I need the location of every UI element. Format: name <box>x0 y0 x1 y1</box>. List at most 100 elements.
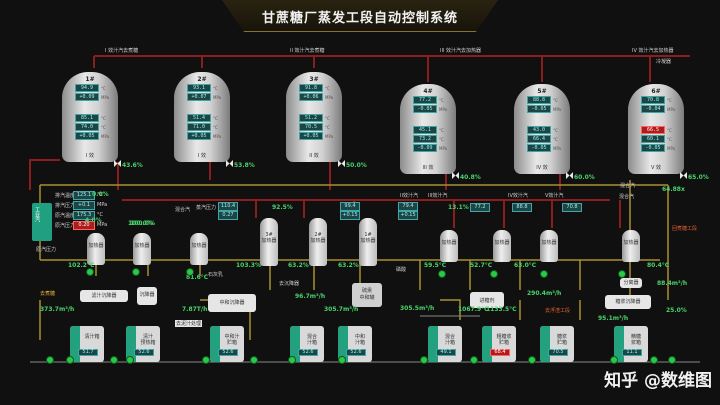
pump-icon[interactable] <box>110 356 118 364</box>
tank-level: 43.6% <box>122 162 143 169</box>
sulfur-tank-label: 硫熏 中和罐 <box>359 288 375 301</box>
label-iii: III效汁汽 <box>428 193 448 199</box>
measured-value: 63.2% <box>288 262 309 269</box>
tank-reading-unit: °C <box>101 116 106 121</box>
pump-icon[interactable] <box>668 356 676 364</box>
tank-side-bar <box>210 326 220 362</box>
juice-tank-label: 混合 汁箱 <box>444 334 455 346</box>
tank-reading-unit: °C <box>325 116 330 121</box>
sulfur-tank[interactable]: 硫熏 中和罐 <box>352 283 382 307</box>
pump-icon[interactable] <box>66 356 74 364</box>
pump-icon[interactable] <box>46 356 54 364</box>
tank-reading: 43.0 <box>527 126 551 134</box>
tank-reading-unit: MPa <box>553 146 562 151</box>
juice-settler[interactable]: 糖浆沉降器 <box>605 295 651 309</box>
label-slag: 去泥汁处理 <box>175 320 203 327</box>
pump-icon[interactable] <box>288 356 296 364</box>
tank-side-bar <box>290 326 300 362</box>
settler[interactable]: 沉降器 <box>137 287 157 305</box>
tank-reading-unit: °C <box>101 125 106 130</box>
settler-label: 沉降器 <box>139 292 155 298</box>
juice-tank-label: 粗糖浆 贮箱 <box>496 334 512 346</box>
heater-right-4[interactable]: 加热器 <box>622 230 640 262</box>
pump-icon[interactable] <box>132 268 140 276</box>
heater-left-1[interactable]: 加热器 <box>87 233 105 265</box>
juice-tank[interactable]: 粗糖浆 贮箱 68.4 <box>482 326 516 362</box>
valve-icon[interactable] <box>226 160 233 167</box>
heater-right-2[interactable]: 加热器 <box>493 230 511 262</box>
separator[interactable]: 分离器 <box>620 278 642 288</box>
pump-icon[interactable] <box>650 356 658 364</box>
pump-icon[interactable] <box>186 268 194 276</box>
pump-icon[interactable] <box>610 356 618 364</box>
tank-reading: 77.2 <box>413 96 437 104</box>
valve-icon[interactable] <box>338 160 345 167</box>
pump-icon[interactable] <box>490 270 498 278</box>
pump-icon[interactable] <box>202 356 210 364</box>
panel-row-label: 原汽压力 <box>55 223 76 229</box>
juice-tank-level: 68.4 <box>490 349 510 356</box>
valve-icon[interactable] <box>680 172 687 179</box>
flow-rate: 7.87T/h <box>182 306 208 313</box>
neutral-settler[interactable]: 中和沉降器 <box>208 294 256 312</box>
pump-icon[interactable] <box>250 356 258 364</box>
pressure-readout: +0.15 <box>340 211 360 220</box>
measured-value: 100.0% <box>128 220 153 227</box>
tank-name: 3# <box>309 76 319 83</box>
pump-icon[interactable] <box>540 270 548 278</box>
pump-icon[interactable] <box>338 356 346 364</box>
label-mix2: 混合汽 <box>619 194 635 200</box>
steam-line-label: III 效汁汽去加热器 <box>440 48 482 54</box>
juice-heater[interactable]: 1# 加热器 <box>359 218 377 266</box>
title-bar <box>222 0 498 32</box>
heater-left-2-label: 加热器 <box>134 243 150 249</box>
tank-reading: 93.1 <box>187 84 211 92</box>
tank-name: 2# <box>197 76 207 83</box>
heater-right-3[interactable]: 加热器 <box>540 230 558 262</box>
valve-icon[interactable] <box>114 160 121 167</box>
heater-left-2[interactable]: 加热器 <box>133 233 151 265</box>
pump-icon[interactable] <box>618 270 626 278</box>
pump-icon[interactable] <box>528 356 536 364</box>
pump-icon[interactable] <box>126 356 134 364</box>
juice-heater[interactable]: 3# 加热器 <box>260 218 278 266</box>
filter-settler[interactable]: 滤汁沉降器 <box>80 290 128 302</box>
tank-reading-unit: MPa <box>101 95 110 100</box>
pump-icon[interactable] <box>438 270 446 278</box>
tank-reading: -0.09 <box>413 144 437 152</box>
tank-reading: +0.09 <box>75 93 99 101</box>
clean-tank[interactable]: 进糖剂 <box>470 292 504 308</box>
flow-rate: 1067.9°C <box>458 306 489 313</box>
measured-value: 63.0°C <box>514 262 537 269</box>
juice-tank-level: 52.6 <box>134 349 154 356</box>
tank-side-bar <box>482 326 492 362</box>
heater-left-3[interactable]: 加热器 <box>190 233 208 265</box>
pump-icon[interactable] <box>420 356 428 364</box>
pump-icon[interactable] <box>86 268 94 276</box>
panel-row-unit: °C <box>97 212 103 218</box>
tank-reading-unit: °C <box>439 128 444 133</box>
tank-name: 4# <box>423 88 433 95</box>
pump-icon[interactable] <box>470 356 478 364</box>
tank-reading-unit: MPa <box>439 146 448 151</box>
juice-tank-label: 混合 汁箱 <box>306 334 317 346</box>
juice-heater[interactable]: 2# 加热器 <box>309 218 327 266</box>
tank-reading-unit: °C <box>667 137 672 142</box>
label-sep2: 去沉降器 <box>279 281 300 287</box>
heater-right-4-label: 加热器 <box>623 240 639 246</box>
tank-reading: +0.05 <box>299 132 323 140</box>
measured-value: 13.1% <box>448 204 469 211</box>
tank-level: 50.0% <box>346 162 367 169</box>
side-value: 4.0% <box>85 217 102 224</box>
tank-reading-unit: °C <box>213 125 218 130</box>
heater-right-1[interactable]: 加热器 <box>440 230 458 262</box>
valve-icon[interactable] <box>452 172 459 179</box>
valve-icon[interactable] <box>566 172 573 179</box>
